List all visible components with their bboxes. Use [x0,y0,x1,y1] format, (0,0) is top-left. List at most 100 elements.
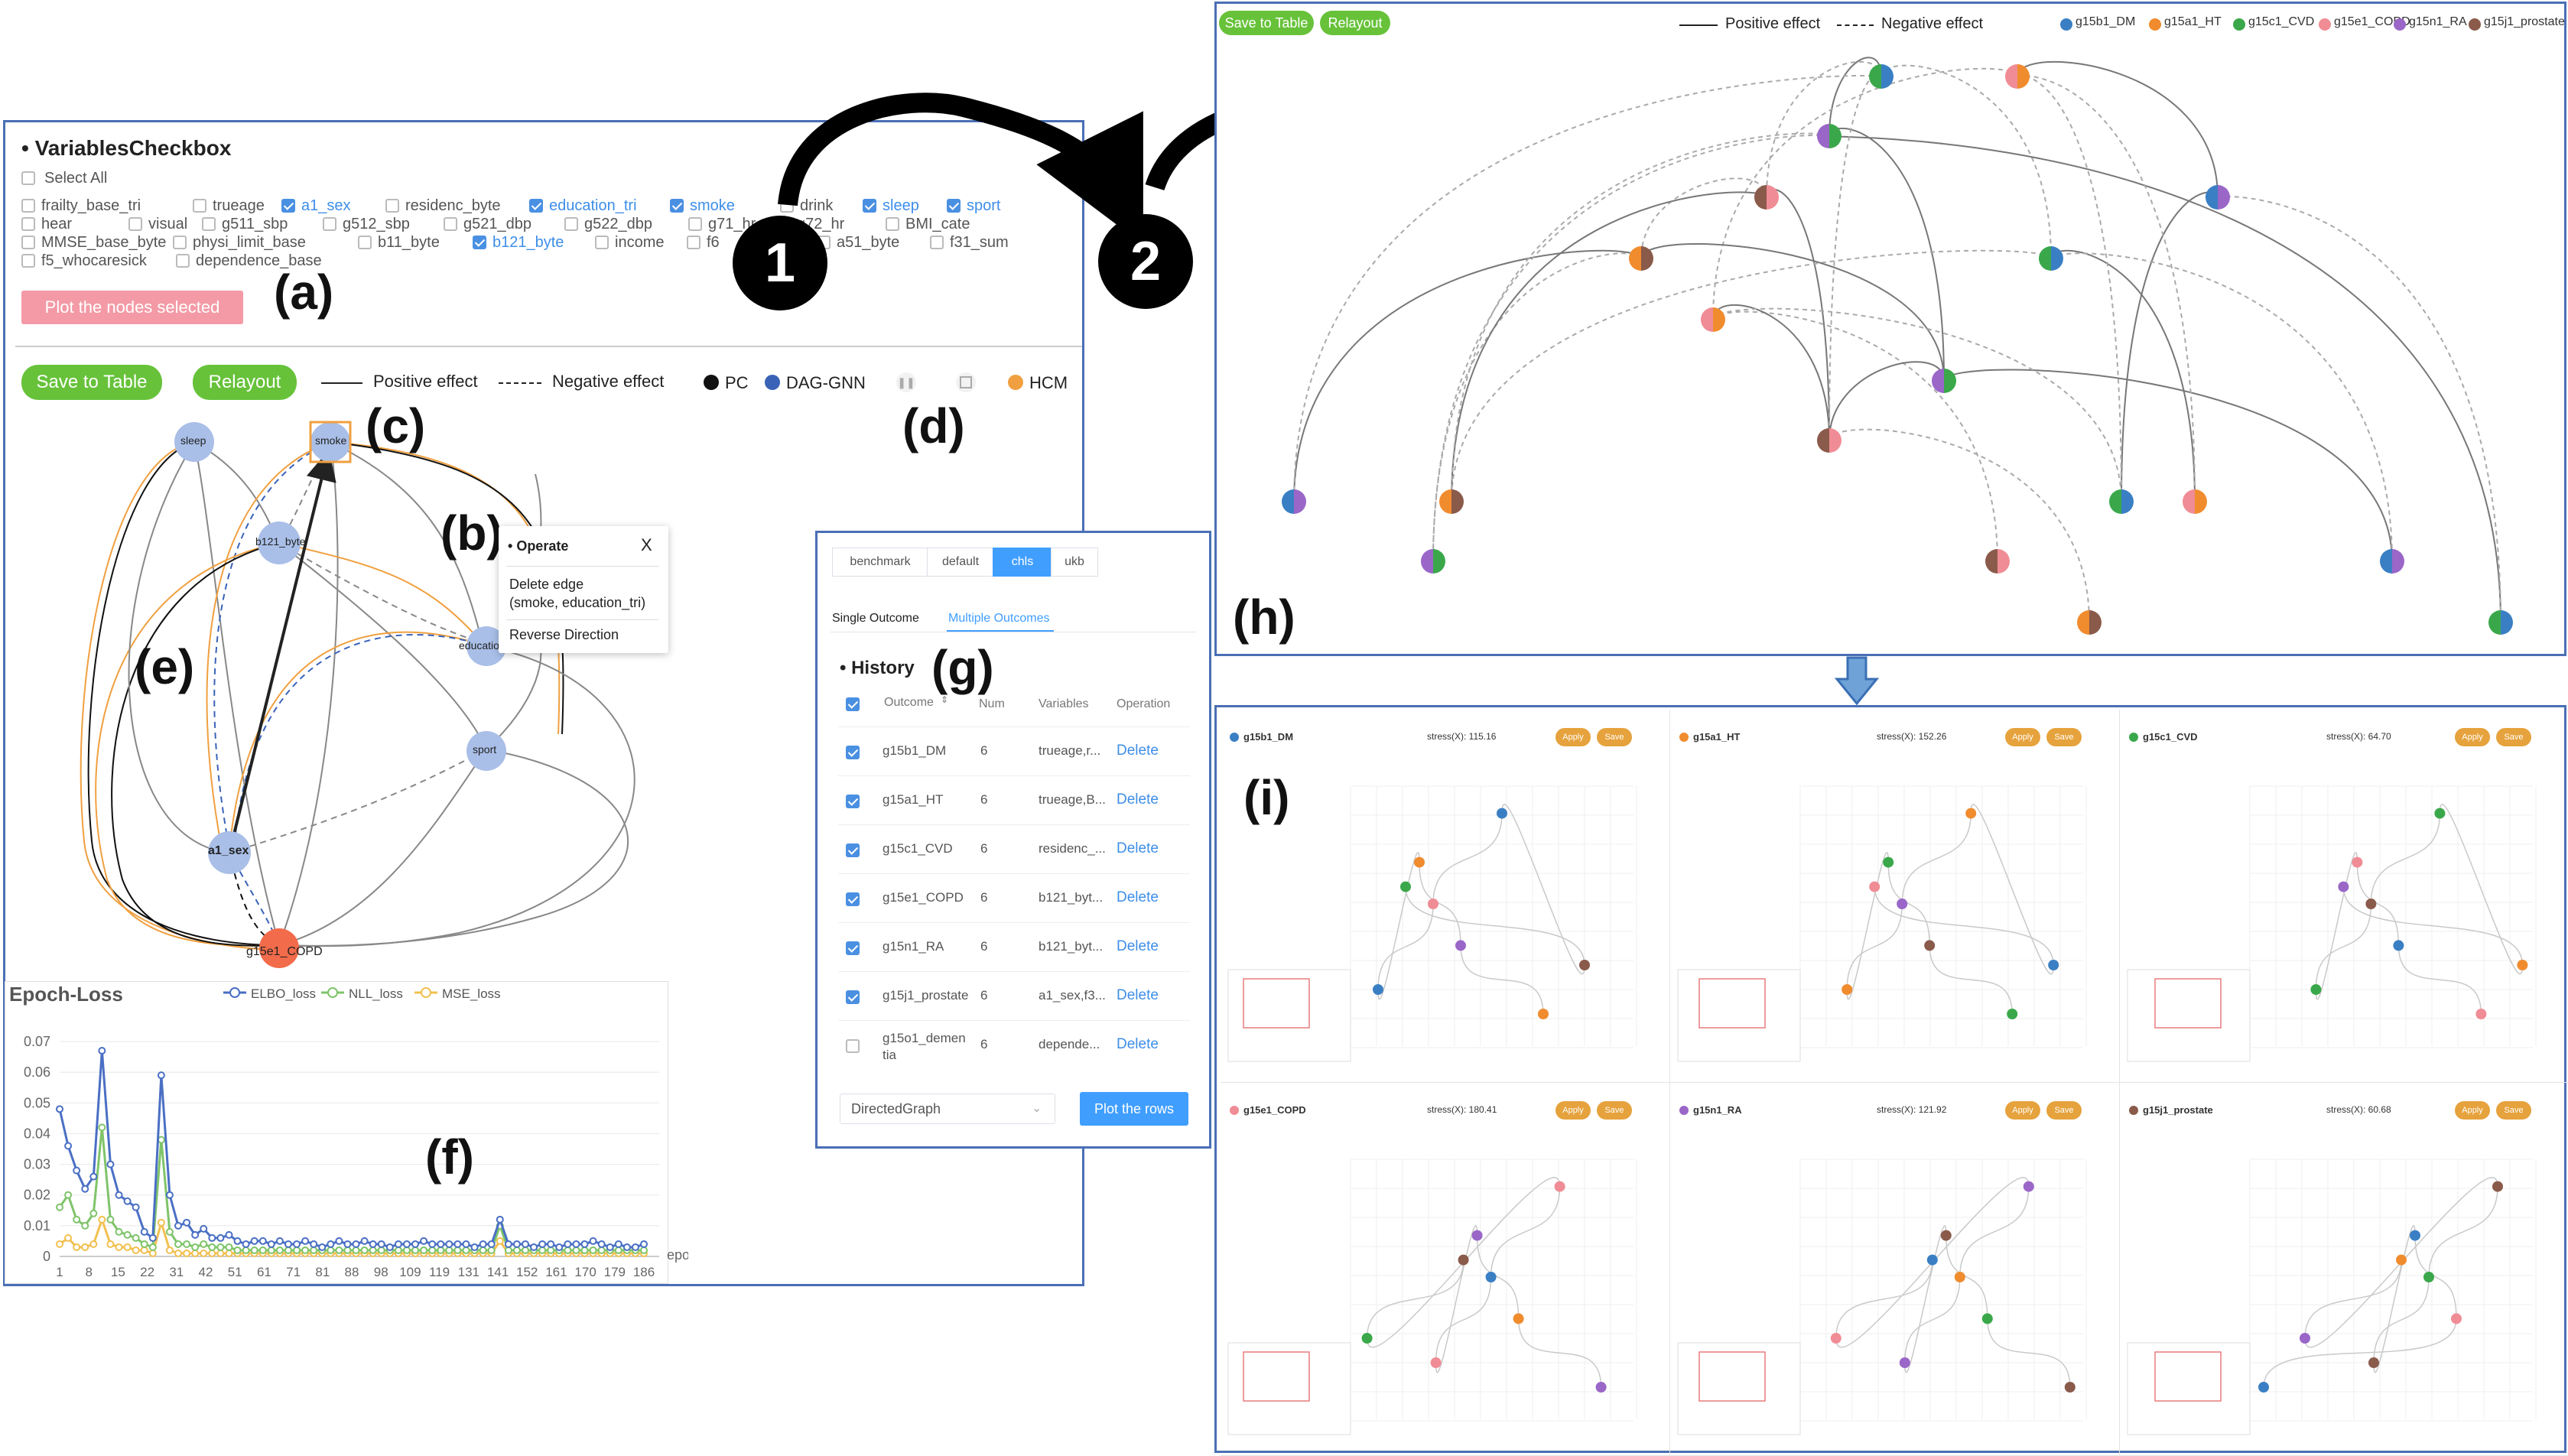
row-delete-link[interactable]: Delete [1117,743,1159,759]
series-point [148,1243,157,1251]
series-point [208,1249,216,1257]
tab-chls[interactable]: chls [993,548,1052,577]
save-button[interactable]: Save [2046,728,2082,746]
variable-checkbox[interactable] [21,236,35,249]
save-button[interactable]: Save [2496,728,2531,746]
tab-single-outcome[interactable]: Single Outcome [832,612,919,625]
variable-checkbox[interactable] [323,217,336,231]
variable-checkbox[interactable] [947,199,961,213]
apply-button[interactable]: Apply [2005,728,2040,746]
series-point [174,1221,183,1230]
variable-checkbox[interactable] [385,199,399,213]
variable-checkbox[interactable] [444,217,457,231]
plot-nodes-button[interactable]: Plot the nodes selected [21,291,243,324]
variable-checkbox[interactable] [886,217,899,231]
select-all-checkbox[interactable] [21,171,35,185]
series-point [140,1246,148,1254]
row-checkbox[interactable] [846,1039,860,1053]
header-outcome[interactable]: Outcome [884,696,934,709]
variable-checkbox[interactable] [281,199,295,213]
tab-multiple-outcomes[interactable]: Multiple Outcomes [948,612,1050,625]
variable-checkbox[interactable] [128,217,142,231]
chart-title: Epoch-Loss [9,983,123,1006]
reverse-direction-item[interactable]: Reverse Direction [509,627,619,642]
variable-checkbox[interactable] [688,217,702,231]
row-checkbox[interactable] [846,746,860,759]
variable-checkbox[interactable] [863,199,876,213]
legend-dot-icon [2394,18,2406,31]
row-delete-link[interactable]: Delete [1117,889,1159,905]
row-checkbox[interactable] [846,941,860,955]
node-b121-byte[interactable]: b121_byte [255,535,306,548]
y-tick-label: 0.05 [24,1095,50,1110]
save-button[interactable]: Save [2496,1101,2531,1120]
row-delete-link[interactable]: Delete [1117,791,1159,808]
series-point [208,1243,216,1251]
step-2-badge: 2 [1098,214,1193,309]
variable-checkbox[interactable] [358,236,372,249]
node-sleep[interactable]: sleep [180,434,206,447]
variable-checkbox[interactable] [202,217,216,231]
history-select-all-checkbox[interactable] [846,697,860,711]
apply-button[interactable]: Apply [1555,1101,1591,1120]
tab-default[interactable]: default [927,548,994,577]
graph-type-select[interactable]: DirectedGraph ⌄ [840,1094,1055,1124]
variable-checkbox[interactable] [473,236,486,249]
series-point [284,1246,292,1254]
h-relayout-button[interactable]: Relayout [1320,11,1390,35]
relayout-button[interactable]: Relayout [193,365,297,400]
row-delete-link[interactable]: Delete [1117,840,1159,856]
h-save-to-table-button[interactable]: Save to Table [1219,11,1314,35]
save-button[interactable]: Save [2046,1101,2082,1120]
pause-icon[interactable]: ❚❚ [896,372,916,392]
tab-ukb[interactable]: ukb [1051,548,1098,577]
x-tick-label: 61 [257,1265,271,1279]
apply-button[interactable]: Apply [1555,728,1591,746]
combined-node [2501,610,2513,635]
save-button[interactable]: Save [1597,1101,1632,1120]
row-delete-link[interactable]: Delete [1117,938,1159,954]
node-sport[interactable]: sport [473,743,497,756]
variable-checkbox[interactable] [670,199,684,213]
variable-checkbox[interactable] [21,217,35,231]
row-checkbox[interactable] [846,990,860,1004]
close-icon[interactable]: X [641,535,652,554]
node-smoke[interactable]: smoke [315,434,347,447]
series-point [183,1249,191,1257]
row-checkbox[interactable] [846,843,860,857]
x-tick-label: 170 [574,1265,596,1279]
plot-rows-button[interactable]: Plot the rows [1080,1092,1188,1126]
sort-icon[interactable]: ⇕ [941,694,949,705]
variable-checkbox[interactable] [687,236,701,249]
variable-checkbox[interactable] [529,199,543,213]
row-delete-link[interactable]: Delete [1117,987,1159,1003]
combined-node [1439,489,1451,514]
series-point [64,1191,73,1199]
variable-checkbox[interactable] [193,199,206,213]
apply-button[interactable]: Apply [2455,728,2490,746]
square-toggle-icon[interactable] [956,372,976,392]
node-g15e1-copd[interactable]: g15e1_COPD [246,945,323,958]
delete-edge-item[interactable]: Delete edge (smoke, education_tri) [509,575,645,612]
variable-checkbox[interactable] [930,236,944,249]
variable-checkbox[interactable] [21,254,35,268]
variable-checkbox[interactable] [176,254,190,268]
apply-button[interactable]: Apply [2455,1101,2490,1120]
node-a1-sex[interactable]: a1_sex [208,844,249,857]
variable-checkbox[interactable] [173,236,187,249]
save-to-table-button[interactable]: Save to Table [21,365,162,400]
series-point [496,1237,504,1245]
combined-edge [2017,74,2196,502]
variable-checkbox[interactable] [21,199,35,213]
combined-node [1641,246,1653,271]
apply-button[interactable]: Apply [2005,1101,2040,1120]
variable-checkbox[interactable] [564,217,578,231]
row-delete-link[interactable]: Delete [1117,1036,1159,1052]
node-education[interactable]: education [459,639,505,652]
tab-benchmark[interactable]: benchmark [832,548,928,577]
row-checkbox[interactable] [846,795,860,808]
row-checkbox[interactable] [846,892,860,906]
series-point [200,1240,208,1248]
save-button[interactable]: Save [1597,728,1632,746]
variable-checkbox[interactable] [595,236,609,249]
